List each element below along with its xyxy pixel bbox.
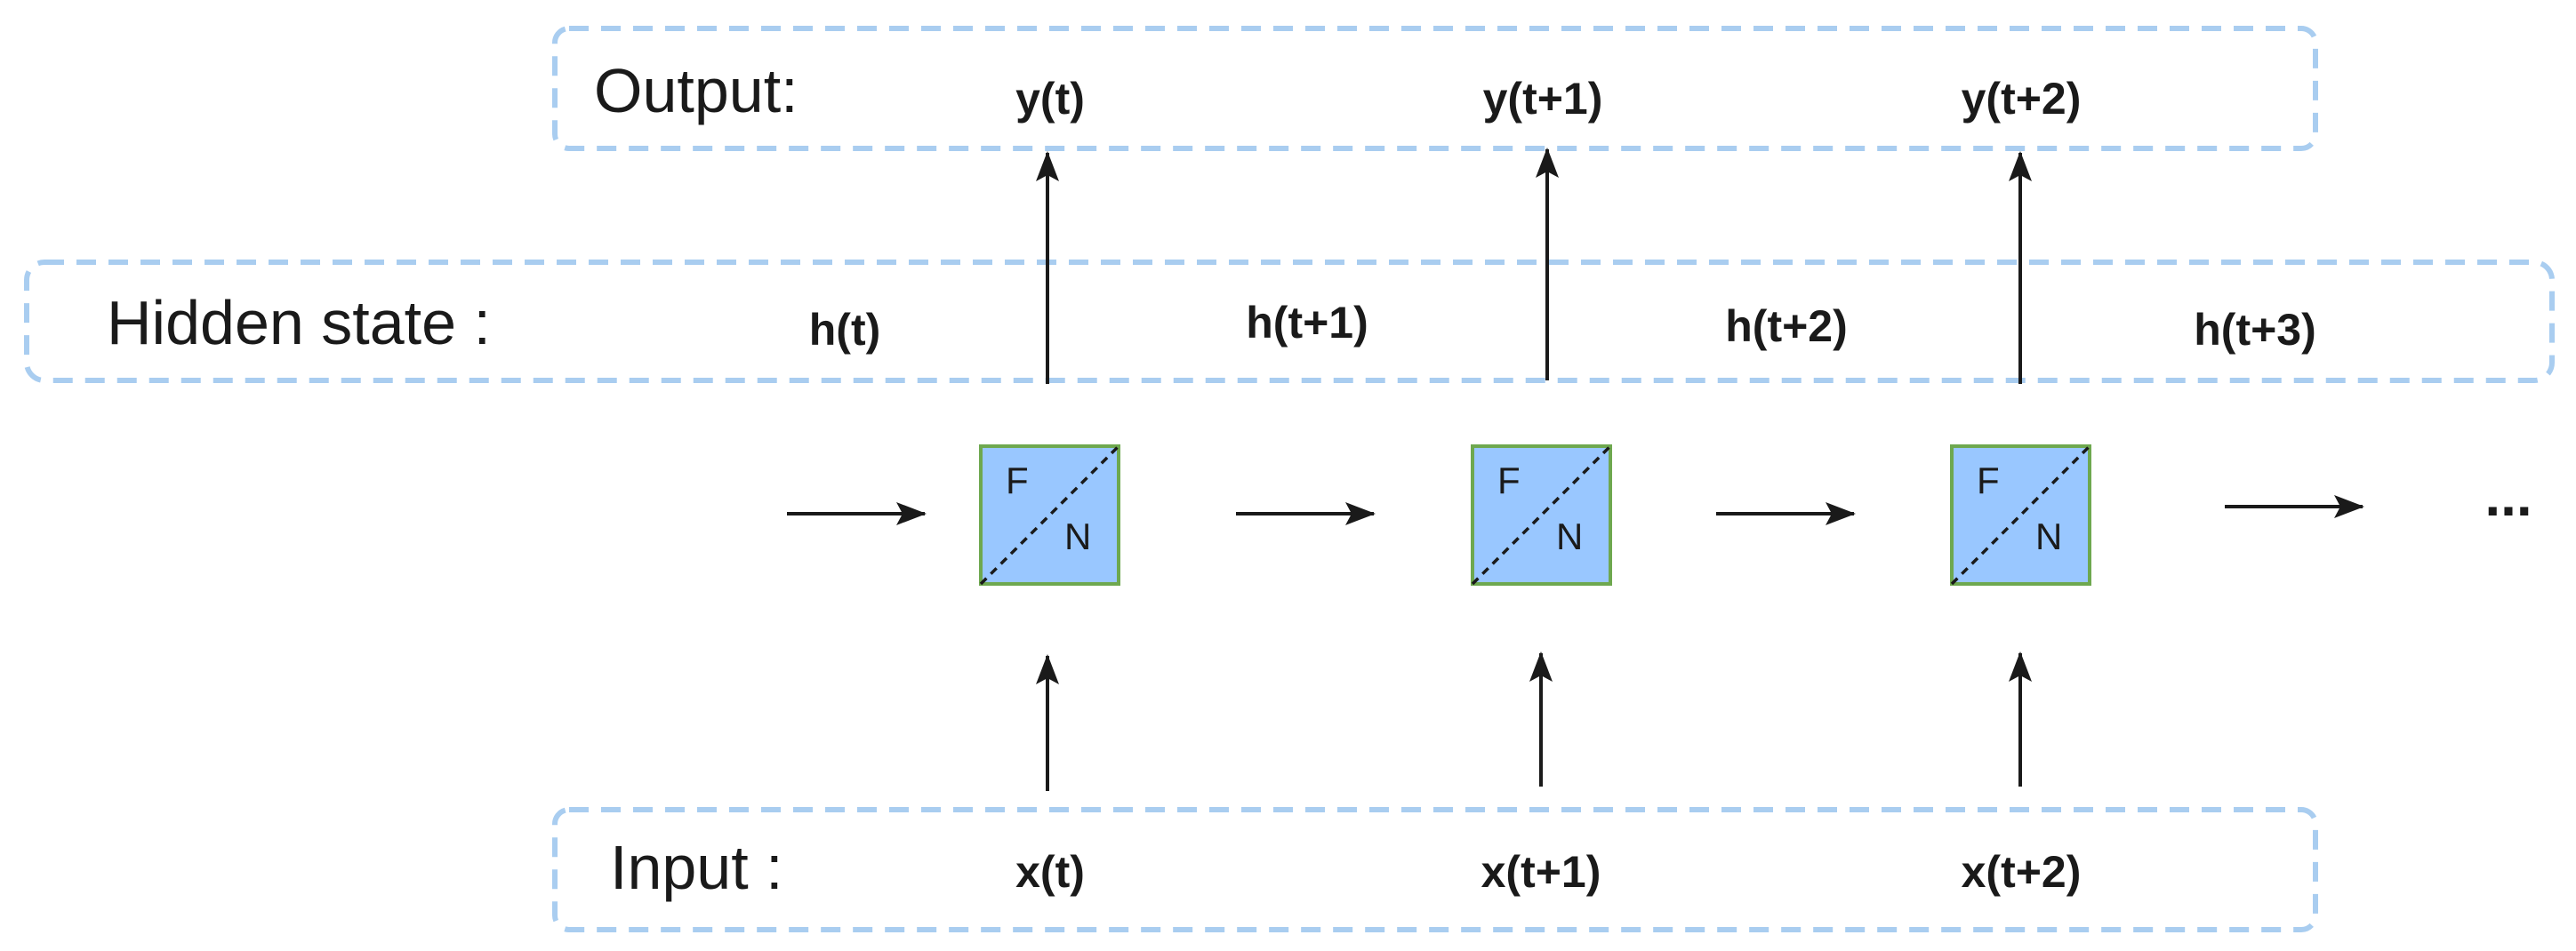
cell-letter-top: F (1006, 460, 1029, 501)
output-group-box (552, 26, 2318, 151)
hidden-state-label-0: h(t) (809, 305, 881, 355)
output-row-label: Output: (594, 56, 798, 125)
hidden-state-row-label: Hidden state : (107, 288, 491, 357)
cell-diagonal (1950, 444, 2091, 586)
input-group-box (552, 807, 2318, 932)
hidden-state-label-2: h(t+2) (1725, 301, 1848, 351)
cell-letter-bottom: N (2035, 515, 2062, 557)
output-label-2: y(t+2) (1962, 74, 2082, 124)
cell-letter-bottom: N (1064, 515, 1091, 557)
rnn-cell-2: F N (1950, 444, 2091, 586)
continuation-ellipsis: ... (2484, 464, 2532, 528)
cell-diagonal (1471, 444, 1612, 586)
hidden-state-group-box (24, 260, 2555, 383)
input-label-1: x(t+1) (1481, 847, 1601, 897)
input-row-label: Input : (610, 833, 783, 902)
hidden-state-label-3: h(t+3) (2194, 305, 2316, 355)
cell-diagonal (979, 444, 1120, 586)
rnn-cell-0: F N (979, 444, 1120, 586)
input-label-0: x(t) (1015, 847, 1085, 897)
cell-letter-top: F (1977, 460, 2000, 501)
cell-letter-top: F (1497, 460, 1521, 501)
input-label-2: x(t+2) (1962, 847, 2082, 897)
cell-letter-bottom: N (1556, 515, 1583, 557)
output-label-0: y(t) (1015, 74, 1085, 124)
output-label-1: y(t+1) (1483, 74, 1603, 124)
rnn-cell-1: F N (1471, 444, 1612, 586)
hidden-state-label-1: h(t+1) (1246, 298, 1368, 348)
